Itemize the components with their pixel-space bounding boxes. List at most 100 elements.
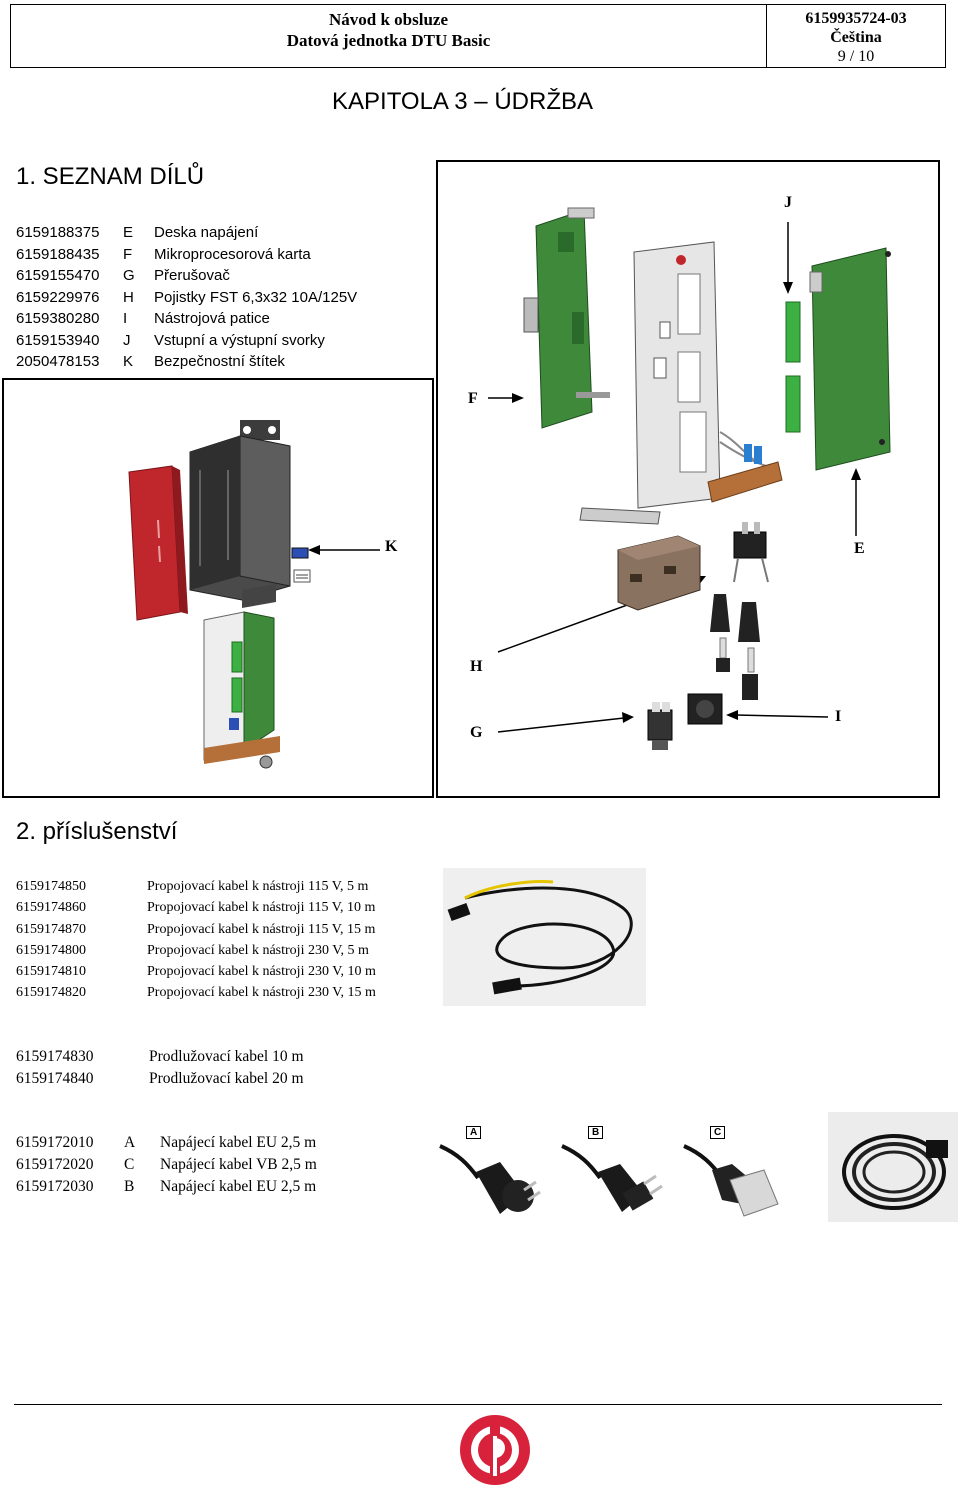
part-name: Bezpečnostní štítek: [154, 353, 285, 370]
list-item: 6159174800 Propojovací kabel k nástroji 2…: [16, 940, 446, 961]
arrowhead-k: [308, 545, 320, 555]
breaker-illustration: [647, 702, 673, 750]
item-number: 6159174830: [16, 1048, 94, 1065]
housing-diagram: [128, 420, 380, 769]
part-number: 6159188435: [16, 245, 100, 263]
assembled-unit-illustration: [203, 611, 280, 769]
list-item: 6159174830 Prodlužovací kabel 10 m: [16, 1046, 446, 1068]
item-name: Propojovací kabel k nástroji 115 V, 5 m: [147, 879, 369, 894]
item-number: 6159174840: [16, 1070, 94, 1087]
plug-c-photo: C: [682, 1124, 802, 1224]
arrow-line-g: [497, 717, 625, 733]
diagram-label-k: K: [385, 538, 398, 555]
diagram-label-g: G: [470, 724, 483, 741]
safety-label-illustration: [291, 547, 311, 583]
diagram-label-f: F: [468, 390, 478, 407]
item-number: 6159174800: [16, 942, 86, 958]
part-letter: G: [123, 267, 135, 284]
item-letter: A: [124, 1134, 136, 1151]
extension-list: 6159174830 Prodlužovací kabel 10 m 615917…: [16, 1046, 446, 1090]
page-number: 9 / 10: [837, 48, 875, 65]
part-number: 6159188375: [16, 224, 100, 241]
components-diagram: [488, 207, 891, 750]
power-board-illustration: [785, 247, 891, 471]
footer-divider: [14, 1404, 942, 1405]
item-name: Propojovací kabel k nástroji 230 V, 15 m: [147, 985, 376, 1001]
item-name: Propojovací kabel k nástroji 115 V, 10 m: [147, 900, 376, 916]
part-letter: E: [123, 224, 134, 241]
company-logo: [459, 1414, 531, 1486]
page-header: Návod k obsluze Datová jednotka DTU Basi…: [10, 4, 946, 68]
arrowhead-j: [783, 282, 793, 294]
item-number: 6159172010: [16, 1134, 94, 1151]
item-name: Napájecí kabel EU 2,5 m: [160, 1134, 317, 1151]
fuse-base-illustration: [733, 522, 769, 583]
fuses-illustration: [710, 594, 760, 700]
cable-harness-illustration: [707, 431, 783, 503]
part-letter: F: [123, 245, 133, 263]
part-name: Pojistky FST 6,3x32 10A/125V: [154, 288, 358, 306]
item-number: 6159172020: [16, 1156, 94, 1173]
part-number: 2050478153: [16, 353, 100, 370]
item-name: Propojovací kabel k nástroji 230 V, 5 m: [147, 942, 369, 958]
part-letter: I: [123, 310, 128, 327]
cp-logo-icon: [460, 1415, 530, 1485]
diagram-label-e: E: [854, 540, 865, 557]
section2-title: 2. příslušenství: [16, 818, 178, 845]
housing-diagram-frame: K: [2, 378, 434, 798]
language-label: Čeština: [830, 29, 882, 46]
tool-socket-illustration: [687, 693, 723, 725]
plug-tag-a: A: [466, 1126, 482, 1139]
header-title-line1: Návod k obsluze: [328, 10, 449, 29]
power-cable-list: 6159172010 A Napájecí kabel EU 2,5 m 61591…: [16, 1132, 436, 1198]
parts-row: 2050478153 K Bezpečnostní štítek: [16, 351, 416, 373]
doc-number: 6159935724-03: [805, 10, 907, 27]
power-cable-photo: [828, 1112, 958, 1222]
item-number: 6159172030: [16, 1178, 94, 1195]
power-cable-illustration: [842, 1134, 948, 1210]
arrowhead-g: [622, 712, 634, 723]
part-letter: H: [123, 288, 134, 306]
part-name: Mikroprocesorová karta: [154, 245, 311, 263]
components-diagram-frame: J F E H G I: [436, 160, 940, 798]
parts-row: 6159188435 F Mikroprocesorová karta: [16, 244, 416, 266]
tool-cable-illustration: [447, 880, 633, 995]
parts-row: 6159229976 H Pojistky FST 6,3x32 10A/125V: [16, 287, 416, 309]
breaker-housing-illustration: [617, 535, 701, 611]
housing-illustration: [189, 420, 291, 608]
part-name: Nástrojová patice: [154, 310, 270, 327]
parts-row: 6159380280 I Nástrojová patice: [16, 308, 416, 330]
list-item: 6159174870 Propojovací kabel k nástroji 1…: [16, 919, 446, 940]
arrowhead-e: [851, 468, 861, 480]
plug-tag-b: B: [588, 1126, 604, 1139]
item-number: 6159174820: [16, 985, 86, 1001]
section1-title: 1. SEZNAM DÍLŮ: [16, 163, 205, 190]
item-number: 6159174860: [16, 900, 86, 916]
arrowhead-f: [512, 393, 524, 403]
header-title-cell: Návod k obsluze Datová jednotka DTU Basi…: [11, 5, 767, 67]
part-name: Vstupní a výstupní svorky: [154, 331, 325, 349]
item-name: Prodlužovací kabel 10 m: [149, 1048, 304, 1065]
item-letter: C: [124, 1156, 135, 1173]
part-number: 6159155470: [16, 267, 100, 284]
mounting-plate-illustration: [633, 241, 721, 509]
part-number: 6159380280: [16, 310, 100, 327]
header-info-cell: 6159935724-03 Čeština 9 / 10: [767, 5, 945, 71]
list-item: 6159174820 Propojovací kabel k nástroji 2…: [16, 982, 446, 1003]
item-name: Propojovací kabel k nástroji 115 V, 15 m: [147, 921, 376, 937]
uk-plug-icon: [683, 1144, 779, 1217]
item-letter: B: [124, 1178, 135, 1195]
part-letter: K: [123, 353, 134, 370]
arrow-line-i: [735, 714, 829, 718]
item-number: 6159174870: [16, 921, 86, 937]
diagram-label-i: I: [835, 708, 842, 725]
microprocessor-card-illustration: [523, 207, 610, 429]
chapter-title: KAPITOLA 3 – ÚDRŽBA: [332, 88, 593, 115]
part-number: 6159229976: [16, 288, 100, 306]
